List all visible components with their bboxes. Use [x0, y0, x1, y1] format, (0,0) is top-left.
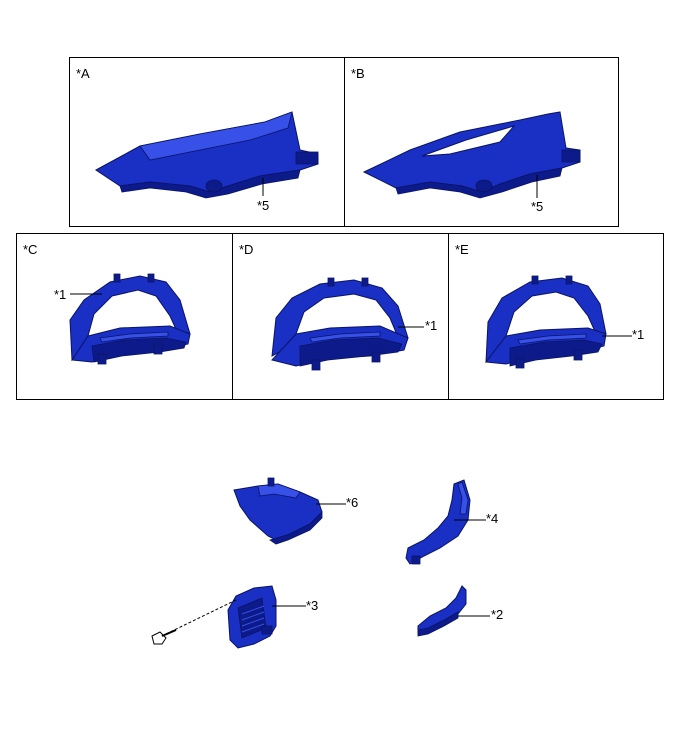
part-6-callout: *6 — [346, 495, 358, 510]
panel-d-frame — [232, 233, 449, 400]
panel-e-part-illustration — [485, 275, 607, 369]
panel-e-callout: *1 — [632, 327, 644, 342]
panel-a-callout: *5 — [257, 198, 269, 213]
panel-a-part-illustration — [95, 111, 319, 199]
panel-c-part-illustration — [69, 273, 191, 365]
screw-illustration — [151, 599, 237, 645]
panel-a-title: *A — [76, 66, 90, 81]
panel-d-callout: *1 — [425, 318, 437, 333]
part-3-callout: *3 — [306, 598, 318, 613]
panel-e-title: *E — [455, 242, 469, 257]
part-4-callout: *4 — [486, 511, 498, 526]
panel-e-frame — [448, 233, 664, 400]
part-4-illustration — [405, 479, 471, 565]
panel-c-frame — [16, 233, 233, 400]
part-3-illustration — [227, 585, 277, 649]
panel-d-title: *D — [239, 242, 253, 257]
part-6-illustration — [233, 477, 323, 545]
panel-b-part-illustration — [362, 111, 581, 199]
panel-b-title: *B — [351, 66, 365, 81]
panel-c-callout: *1 — [54, 287, 66, 302]
panel-c-title: *C — [23, 242, 37, 257]
panel-b-callout: *5 — [531, 199, 543, 214]
part-2-illustration — [417, 585, 467, 637]
panel-b-frame — [344, 57, 619, 227]
part-2-callout: *2 — [491, 607, 503, 622]
panel-d-part-illustration — [271, 277, 409, 371]
